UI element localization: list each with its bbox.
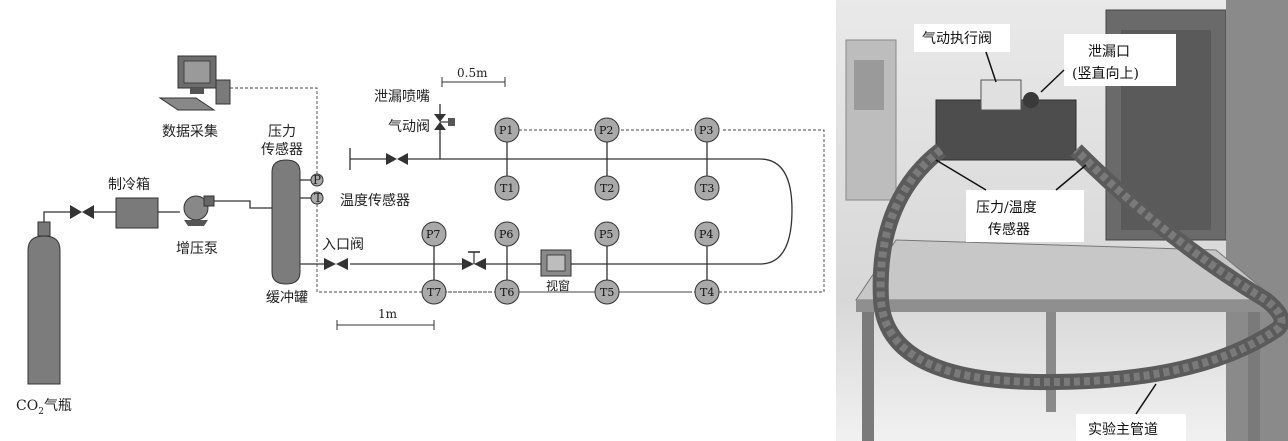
scale-large-label: 1m <box>378 307 398 321</box>
computer-icon <box>160 56 230 110</box>
temperature-sensor-t6: T6 <box>495 280 519 304</box>
pipeline-schematic: CO2气瓶 制冷箱 增压泵 缓冲罐 压力 传感器 P T 数据采集 <box>0 0 836 441</box>
temperature-sensor-t5: T5 <box>595 280 619 304</box>
svg-text:T2: T2 <box>600 182 614 195</box>
loop-main-pipe <box>408 159 792 264</box>
temperature-sensor-t2: T2 <box>595 176 619 200</box>
pressure-sensor-label-line1: 压力 <box>268 124 296 140</box>
callout-main-pipe: 实验主管道 <box>1088 422 1158 438</box>
chiller-box <box>116 198 158 228</box>
callout-leak-line1: 泄漏口 <box>1088 44 1130 60</box>
pneumatic-valve-icon <box>434 114 455 130</box>
callout-leak-line2: (竖直向上) <box>1072 65 1139 82</box>
tank-sensor-taps <box>300 180 311 198</box>
svg-text:P7: P7 <box>426 228 440 241</box>
regulating-valve-icon <box>462 252 486 270</box>
supply-valve-icon <box>70 205 94 219</box>
booster-pump-icon <box>184 196 214 226</box>
data-acquisition-label: 数据采集 <box>162 123 218 140</box>
table-leg-middle <box>1046 312 1056 412</box>
buffer-tank-label: 缓冲罐 <box>266 290 308 306</box>
co2-cylinder <box>28 222 60 384</box>
leak-port <box>1023 92 1039 108</box>
pipe-to-tank <box>214 201 272 208</box>
buffer-tank <box>272 160 300 284</box>
pressure-sensor-p6: P6 <box>495 222 519 246</box>
chiller-label: 制冷箱 <box>108 177 150 193</box>
svg-text:P6: P6 <box>499 228 513 241</box>
temperature-sensor-t1: T1 <box>495 176 519 200</box>
loop-valve-top-icon <box>386 153 408 165</box>
sight-glass-label: 视窗 <box>546 278 570 293</box>
pressure-sensor-p5: P5 <box>595 222 619 246</box>
scale-small-label: 0.5m <box>457 66 488 80</box>
pressure-sensor-p2: P2 <box>595 118 619 142</box>
leak-nozzle-label: 泄漏喷嘴 <box>374 89 430 105</box>
svg-text:T6: T6 <box>500 286 514 299</box>
booster-pump-label: 增压泵 <box>176 241 218 257</box>
cabinet-panel <box>854 60 884 110</box>
pressure-sensor-p1: P1 <box>495 118 519 142</box>
rig-photo: 气动执行阀 泄漏口 (竖直向上) 压力/温度 传感器 实验主管道 <box>836 0 1288 441</box>
svg-text:T7: T7 <box>427 286 441 299</box>
cylinder-label: CO2气瓶 <box>16 398 72 417</box>
svg-text:T1: T1 <box>500 182 514 195</box>
svg-text:P1: P1 <box>499 124 513 137</box>
temperature-sensor-t3: T3 <box>695 176 719 200</box>
floor <box>836 300 1288 441</box>
svg-text:P3: P3 <box>699 124 713 137</box>
svg-text:P5: P5 <box>599 228 613 241</box>
sight-glass-icon <box>541 250 571 276</box>
pressure-sensor-p4: P4 <box>695 222 719 246</box>
svg-text:T3: T3 <box>700 182 714 195</box>
table-edge <box>856 300 1276 312</box>
svg-text:P4: P4 <box>699 228 713 241</box>
svg-text:T5: T5 <box>600 286 614 299</box>
pressure-sensor-p3: P3 <box>695 118 719 142</box>
callout-actuator: 气动执行阀 <box>922 31 992 47</box>
pressure-sensor-label-line2: 传感器 <box>261 141 303 158</box>
pressure-sensor-p7: P7 <box>422 222 446 246</box>
callout-sensors-line2: 传感器 <box>988 221 1030 238</box>
supply-pipe <box>44 212 70 222</box>
temperature-sensor-t7: T7 <box>422 280 446 304</box>
table-leg-left <box>862 312 874 441</box>
inlet-valve-label: 入口阀 <box>322 237 364 253</box>
pneumatic-actuator <box>981 80 1021 110</box>
temperature-sensor-t4: T4 <box>695 280 719 304</box>
callout-sensors-line1: 压力/温度 <box>976 200 1037 216</box>
inlet-valve-icon <box>324 258 348 270</box>
temperature-sensor-label: 温度传感器 <box>340 192 410 209</box>
svg-text:T4: T4 <box>700 286 714 299</box>
svg-text:P2: P2 <box>599 124 613 137</box>
table-leg-right <box>1248 312 1260 441</box>
tank-t-badge: T <box>314 191 322 205</box>
pneumatic-valve-label: 气动阀 <box>388 119 430 135</box>
tank-p-badge: P <box>313 173 321 187</box>
scale-bar-large <box>337 320 434 330</box>
